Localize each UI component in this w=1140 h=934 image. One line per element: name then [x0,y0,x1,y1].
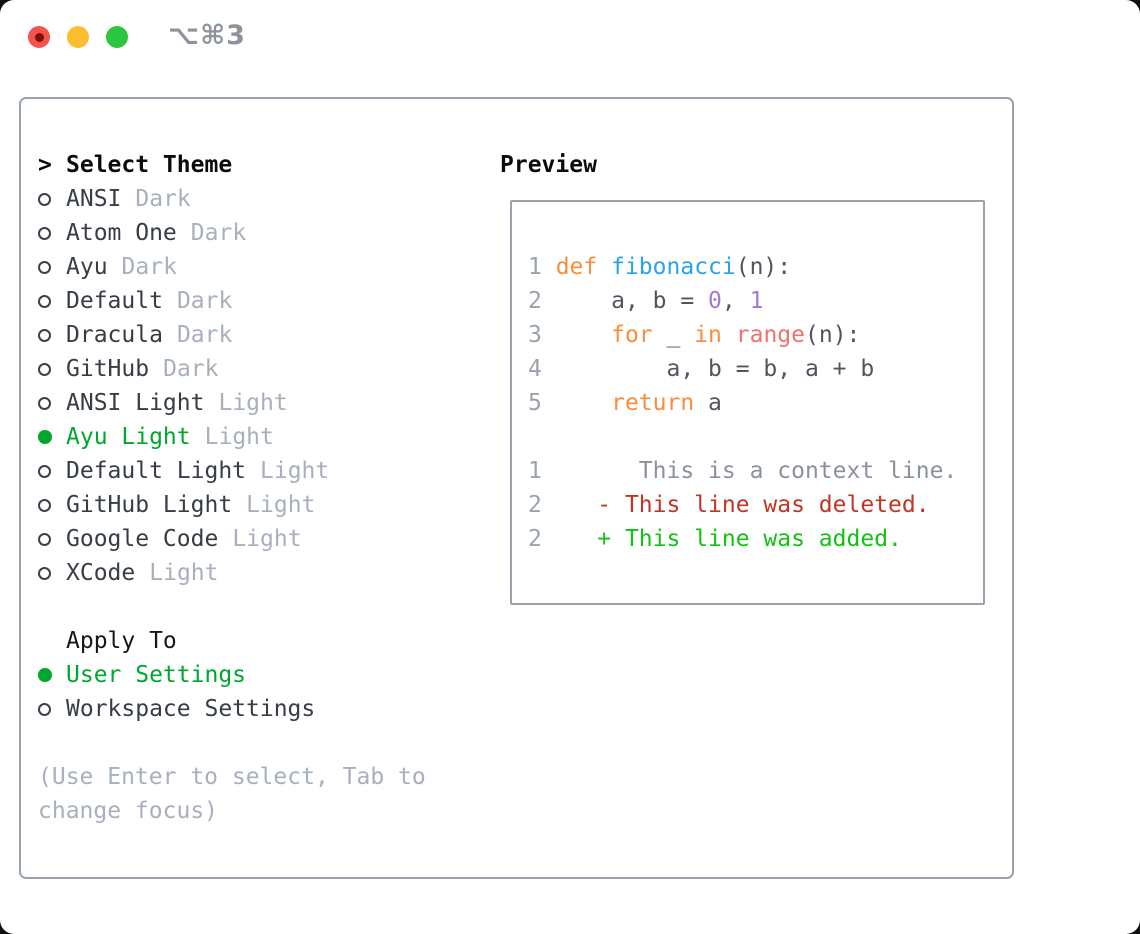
unsaved-changes-dot [34,32,44,42]
theme-variant-tag: Light [218,390,288,416]
radio-icon [38,294,51,308]
theme-name: Atom One [66,220,177,246]
theme-variant-tag: Light [246,492,316,518]
radio-icon [38,260,51,274]
theme-name: Default [66,288,163,314]
theme-name: Ayu [66,254,108,280]
radio-icon [38,498,51,512]
code-line: 2 a, b = 0, 1 [528,288,764,314]
radio-slot [38,362,66,376]
theme-option[interactable]: Google Code Light [38,522,329,556]
theme-name: XCode [66,560,136,586]
theme-option[interactable]: GitHub Light Light [38,488,329,522]
apply-to-options: User Settings Workspace Settings [38,658,315,726]
radio-slot [38,668,66,682]
radio-icon [38,532,51,546]
radio-slot [38,532,66,546]
radio-icon [38,328,51,342]
radio-slot [38,396,66,410]
theme-option[interactable]: Ayu Dark [38,250,329,284]
theme-list: > Select Theme ANSI Dark Atom One Dark A… [38,148,329,590]
apply-to-option-label: User Settings [66,662,247,688]
theme-variant-tag: Dark [121,254,177,280]
code-line [528,420,983,454]
theme-variant-tag: Dark [135,186,191,212]
theme-variant-tag: Dark [163,356,219,382]
theme-variant-tag: Dark [176,322,233,348]
cursor-slot: > [38,152,66,178]
select-theme-header: > Select Theme [38,148,329,182]
theme-option[interactable]: Dracula Dark [38,318,329,352]
radio-slot [38,702,66,716]
radio-icon [38,396,51,410]
theme-variant-tag: Dark [176,288,233,314]
apply-to-option[interactable]: User Settings [38,658,315,692]
code-line: 1 def fibonacci(n): [528,254,792,280]
radio-icon [38,464,51,478]
theme-name: ANSI Light [66,390,205,416]
code-line: 5 return a [528,390,722,416]
theme-name: Default Light [66,458,247,484]
apply-to-option-label: Workspace Settings [66,696,316,722]
theme-option[interactable]: ANSI Dark [38,182,329,216]
radio-slot [38,226,66,240]
radio-icon [38,430,52,444]
apply-to-label: Apply To [66,628,177,654]
caret-icon: > [38,152,52,178]
code-line: 2 + This line was added. [528,526,902,552]
radio-slot [38,192,66,206]
radio-slot [38,328,66,342]
select-theme-label: Select Theme [66,152,233,178]
radio-slot [38,430,66,444]
radio-slot [38,498,66,512]
apply-to-section: Apply To User Settings Workspace Setting… [38,624,315,726]
theme-option[interactable]: ANSI Light Light [38,386,329,420]
theme-name: Google Code [66,526,219,552]
theme-options: ANSI Dark Atom One Dark Ayu Dark Default… [38,182,329,590]
radio-icon [38,702,51,716]
preview-pane: 1 def fibonacci(n): 2 a, b = 0, 1 3 for _ … [510,200,985,605]
preview-header: Preview [500,152,597,178]
code-preview: 1 def fibonacci(n): 2 a, b = 0, 1 3 for _ … [528,250,983,556]
radio-slot [38,260,66,274]
keyboard-hint: (Use Enter to select, Tab to change focu… [38,764,426,824]
theme-name: Dracula [66,322,163,348]
theme-variant-tag: Light [149,560,219,586]
theme-option[interactable]: Default Dark [38,284,329,318]
theme-variant-tag: Light [204,424,274,450]
window-title: ⌥⌘3 [168,20,246,51]
theme-name: ANSI [66,186,122,212]
theme-name: Ayu Light [66,424,191,450]
theme-option[interactable]: Default Light Light [38,454,329,488]
theme-option[interactable]: Atom One Dark [38,216,329,250]
radio-slot [38,566,66,580]
theme-name: GitHub [66,356,150,382]
theme-variant-tag: Light [260,458,330,484]
radio-icon [38,226,51,240]
theme-option[interactable]: Ayu Light Light [38,420,329,454]
theme-name: GitHub Light [66,492,233,518]
apply-to-header: Apply To [38,624,315,658]
radio-icon [38,566,51,580]
theme-option[interactable]: XCode Light [38,556,329,590]
code-line: 4 a, b = b, a + b [528,356,875,382]
radio-slot [38,294,66,308]
theme-option[interactable]: GitHub Dark [38,352,329,386]
code-line: 1 This is a context line. [528,458,958,484]
theme-selector-panel: > Select Theme ANSI Dark Atom One Dark A… [19,97,1014,879]
code-line: 2 - This line was deleted. [528,492,930,518]
close-button[interactable] [28,26,50,48]
code-line: 3 for _ in range(n): [528,322,861,348]
apply-to-option[interactable]: Workspace Settings [38,692,315,726]
zoom-button[interactable] [106,26,128,48]
theme-variant-tag: Dark [190,220,247,246]
theme-variant-tag: Light [232,526,302,552]
radio-slot [38,464,66,478]
radio-icon [38,362,51,376]
traffic-lights [28,26,128,48]
minimize-button[interactable] [67,26,89,48]
radio-icon [38,192,51,206]
radio-icon [38,668,52,682]
